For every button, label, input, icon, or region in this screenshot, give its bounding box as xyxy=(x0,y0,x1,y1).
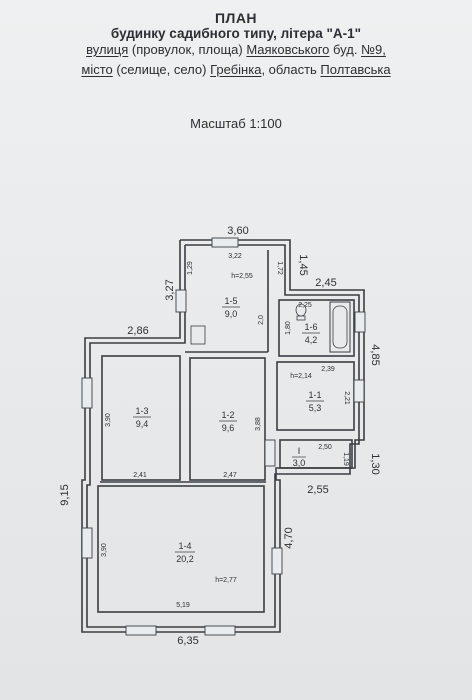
room-1-1: h=2,14 1-1 5,3 xyxy=(290,373,324,413)
bathtub-icon xyxy=(329,301,351,353)
dim-r14-left: 3,90 xyxy=(101,543,108,557)
room-area: 5,3 xyxy=(309,403,322,413)
room-height: h=2,14 xyxy=(290,373,312,380)
dim-r16-left: 1,80 xyxy=(285,321,292,335)
room-height: h=2,55 xyxy=(231,273,253,280)
dim-right-bottom: 4,70 xyxy=(283,527,295,548)
city-rest: (селище, село) xyxy=(112,62,211,77)
dim-bottom-width: 6,35 xyxy=(177,635,198,647)
room-number: 1-4 xyxy=(178,541,191,551)
dim-left-total: 9,15 xyxy=(59,484,71,505)
room-area: 9,0 xyxy=(225,309,238,319)
dim-r12-right: 3,88 xyxy=(255,417,262,431)
room-area: 9,4 xyxy=(136,419,149,429)
room-1-3: 1-3 9,4 xyxy=(133,406,151,429)
dim-r11-right: 2,21 xyxy=(343,391,350,405)
dim-porch-right: 1,19 xyxy=(342,452,349,466)
dim-r14-bottom: 5,19 xyxy=(176,602,190,609)
dim-left-upper: 3,27 xyxy=(164,279,176,300)
city-line: місто (селище, село) Гребінка, область П… xyxy=(0,62,472,77)
dim-r13-left: 3,90 xyxy=(105,413,112,427)
room-area: 20,2 xyxy=(176,554,194,564)
street-label: вулиця xyxy=(86,42,129,57)
dim-right-step: 2,45 xyxy=(315,277,336,289)
room-1-5: h=2,55 1-5 9,0 xyxy=(222,273,253,319)
street-line: вулиця (провулок, площа) Маяковського бу… xyxy=(0,42,472,57)
dim-mid-left: 2,86 xyxy=(127,325,148,337)
dim-r15-top: 3,22 xyxy=(228,253,242,260)
city-label: місто xyxy=(81,62,113,77)
building-type-line: будинку садибного типу, літера "А-1" xyxy=(110,26,362,41)
dim-r15-side: 2,0 xyxy=(258,315,265,325)
outer-walls xyxy=(81,239,365,633)
stove-icon xyxy=(190,325,206,345)
dim-r12-bottom: 2,47 xyxy=(223,472,237,479)
windows xyxy=(81,237,366,636)
room-number: 1-3 xyxy=(135,406,148,416)
dim-right-mid: 4,85 xyxy=(369,344,381,365)
region-name: Полтавська xyxy=(320,62,391,77)
dim-r15-left: 1,29 xyxy=(187,261,194,275)
dim-r16-top: 2,25 xyxy=(298,302,312,309)
room-number: 1-1 xyxy=(308,390,321,400)
room-porch: I 3,0 xyxy=(292,446,306,468)
building-label: буд. xyxy=(329,42,362,57)
room-1-6: 1-6 4,2 xyxy=(302,322,320,345)
dim-porch-top: 2,50 xyxy=(318,444,332,451)
room-area: 9,6 xyxy=(222,423,235,433)
room-number: I xyxy=(298,446,301,456)
room-height: h=2,77 xyxy=(215,577,237,584)
dim-top-width: 3,60 xyxy=(227,225,248,237)
city-name: Гребінка xyxy=(210,62,262,77)
room-area: 4,2 xyxy=(305,335,318,345)
dim-right-lower: 1,30 xyxy=(369,453,381,474)
street-rest: (провулок, площа) xyxy=(128,42,247,57)
room-number: 1-5 xyxy=(224,296,237,306)
dim-r13-bottom: 2,41 xyxy=(133,472,147,479)
building-number: №9, xyxy=(361,42,386,57)
street-name: Маяковського xyxy=(246,42,330,57)
dim-r15-right: 1,72 xyxy=(276,261,283,275)
room-number: 1-2 xyxy=(221,410,234,420)
room-1-2: 1-2 9,6 xyxy=(219,410,237,433)
plan-title: ПЛАН xyxy=(214,10,258,26)
dim-porch-width: 2,55 xyxy=(307,484,328,496)
room-number: 1-6 xyxy=(304,322,317,332)
dim-r11-top: 2,39 xyxy=(321,366,335,373)
dim-right-upper: 1,45 xyxy=(297,254,309,275)
room-area: 3,0 xyxy=(293,458,306,468)
scale-label: Масштаб 1:100 xyxy=(190,116,282,131)
toilet-icon xyxy=(295,303,307,321)
room-1-4: 1-4 20,2 h=2,77 xyxy=(175,541,237,584)
region-label: , область xyxy=(261,62,321,77)
